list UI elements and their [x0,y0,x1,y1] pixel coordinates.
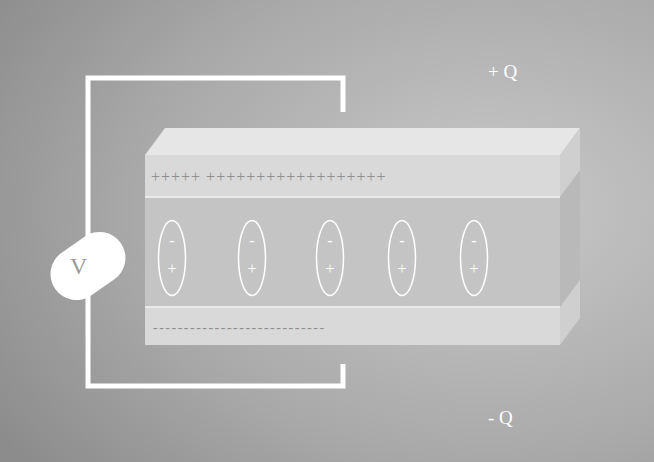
voltage-source-label: V [58,246,118,286]
dielectric-side [560,170,580,307]
dipole-positive: + [167,261,176,277]
dipole-ellipse [461,221,488,296]
dipole-positive: + [325,261,334,277]
dipole-negative: - [169,233,174,249]
top-face [145,128,580,155]
dipole: -+ [387,219,417,297]
source-body [40,222,135,310]
voltage-source [40,222,135,310]
negative-charges: - - - - - - - - - - - - - - - - - - - - … [153,321,323,335]
dipole: -+ [459,219,489,297]
dipole-positive: + [469,261,478,277]
dipole: -+ [157,219,187,297]
dipole-outline [157,219,187,297]
dipole-ellipse [239,221,266,296]
front-face [145,155,560,345]
dipole-outline [315,219,345,297]
charge-label: - Q [488,408,513,427]
dipole-negative: - [327,233,332,249]
dipole-outline [237,219,267,297]
dipole-ellipse [389,221,416,296]
dipole-positive: + [247,261,256,277]
dipole-ellipse [159,221,186,296]
dipole: -+ [237,219,267,297]
dipole-ellipse [317,221,344,296]
dielectric-layer [145,197,560,307]
dipole-outline [459,219,489,297]
dipole-negative: - [249,233,254,249]
dipole-positive: + [397,261,406,277]
dipole-outline [387,219,417,297]
plate-edge [145,306,560,308]
charge-label: + Q [488,62,517,81]
dipole-negative: - [471,233,476,249]
source-symbol: V [70,254,87,278]
dipole-negative: - [399,233,404,249]
dipole: -+ [315,219,345,297]
positive-charges: +++++ ++++++++++++++++++ [151,169,387,185]
capacitor-block: +++++ ++++++++++++++++++ - - - - - - - - … [145,155,560,345]
side-face [560,128,580,345]
plate-edge [145,196,560,198]
